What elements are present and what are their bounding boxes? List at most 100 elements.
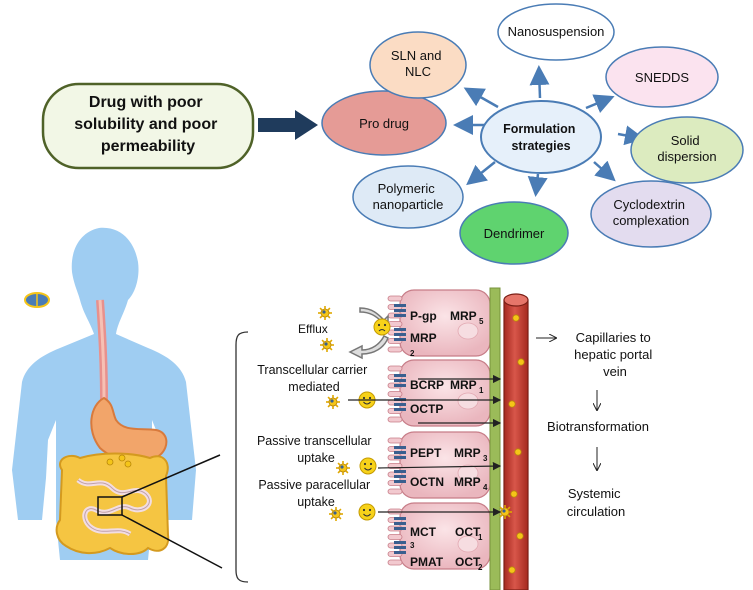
drug-molecules <box>318 306 512 521</box>
strategy-dendrimer: Dendrimer <box>459 201 569 265</box>
cell-nucleus <box>457 535 479 553</box>
svg-text:Polymeric nanoparticle: Polymeric nanoparticle <box>373 181 444 212</box>
mrp2-sub: 2 <box>410 349 415 358</box>
drug-particle <box>510 490 518 498</box>
svg-text:Solid dispersion: Solid dispersion <box>657 133 716 164</box>
mct-sub: 3 <box>410 541 415 550</box>
pmat-label: PMAT <box>410 555 444 569</box>
mct-label: MCT <box>410 525 437 539</box>
svg-text:Systemic circulation: Systemic circulation <box>567 486 626 519</box>
esophagus <box>96 299 108 401</box>
svg-text:Formulation strategies: Formulation strategies <box>503 122 579 153</box>
main-box-line-1: Drug with poor <box>89 94 203 111</box>
drug-particle <box>512 314 520 322</box>
smiley-face-icon <box>359 457 377 475</box>
svg-text:Transcellular carrier medi: Transcellular carrier mediated <box>257 363 370 394</box>
bcrp-label: BCRP <box>410 378 444 392</box>
svg-text:Cyclodextrin complexatio: Cyclodextrin complexation <box>613 197 690 228</box>
zoom-indicator <box>97 454 223 569</box>
octp-label: OCTP <box>410 402 443 416</box>
strategy-polymeric-nanoparticle: Polymeric nanoparticle <box>352 165 464 229</box>
transporter-icon <box>394 328 406 341</box>
passive-trans-line-2: uptake <box>297 451 335 465</box>
svg-text:Capillaries to hepatic p: Capillaries to hepatic portal vein <box>574 330 656 379</box>
main-problem-box: Drug with poor solubility and poor perme… <box>41 82 255 170</box>
main-box-line-2: solubility and poor <box>74 116 217 133</box>
mechanism-bracket <box>235 331 249 583</box>
nanosuspension-label: Nanosuspension <box>508 24 605 39</box>
drug-particle <box>517 358 525 366</box>
mrp5-sub: 5 <box>479 317 484 326</box>
systemic-line-2: circulation <box>567 504 626 519</box>
mrp1-sub: 1 <box>479 386 484 395</box>
snedds-label: SNEDDS <box>635 70 690 85</box>
passive-para-line-2: uptake <box>297 495 335 509</box>
transporter-icon <box>394 304 406 317</box>
drug-molecule-icon <box>318 306 332 320</box>
blood-vessel <box>503 293 529 590</box>
intestines <box>55 452 170 555</box>
drug-particle <box>508 566 516 574</box>
epithelial-cell <box>387 289 491 357</box>
vessel-drug-particles <box>501 314 525 574</box>
strategy-cyclodextrin: Cyclodextrin complexation <box>590 180 712 248</box>
svg-text:Passive transcellular upta: Passive transcellular uptake <box>257 434 375 465</box>
center-line-1: Formulation <box>503 122 575 136</box>
carrier-line-1: Transcellular carrier <box>257 363 367 377</box>
cell-nucleus <box>457 392 479 410</box>
transporter-icon <box>394 374 406 387</box>
capillaries-line-2: hepatic portal <box>574 347 652 362</box>
drug-particle <box>516 532 524 540</box>
strategy-solid-dispersion: Solid dispersion <box>630 116 744 184</box>
cell-nucleus <box>457 322 479 340</box>
drug-molecule-icon <box>329 507 343 521</box>
polymeric-line-2: nanoparticle <box>373 197 444 212</box>
oct2-sub: 2 <box>478 563 483 572</box>
efflux-label: Efflux <box>298 322 328 336</box>
formulation-strategies-center: Formulation strategies <box>480 100 602 174</box>
transporter-icon <box>394 541 406 554</box>
cyclodextrin-line-1: Cyclodextrin <box>613 197 685 212</box>
sln-nlc-line-1: SLN and <box>391 48 442 63</box>
drug-particle <box>508 400 516 408</box>
passive-trans-line-1: Passive transcellular <box>257 434 372 448</box>
svg-text:SLN and NLC: SLN and NLC <box>391 48 445 79</box>
pill-icon <box>24 292 50 308</box>
mrp4-label: MRP <box>454 475 481 489</box>
center-line-2: strategies <box>511 139 570 153</box>
drug-particle <box>514 448 522 456</box>
basolateral-membrane <box>489 287 501 590</box>
svg-text:Drug with poor solubilit: Drug with poor solubility and poor perme… <box>74 94 222 155</box>
pept-label: PEPT <box>410 446 442 460</box>
dendrimer-label: Dendrimer <box>484 226 545 241</box>
transporter-icon <box>394 517 406 530</box>
systemic-line-1: Systemic <box>568 486 621 501</box>
capillaries-line-1: Capillaries to <box>576 330 651 345</box>
epithelial-cell <box>387 359 491 427</box>
mrp3-label: MRP <box>454 446 481 460</box>
mrp4-sub: 4 <box>483 483 488 492</box>
drug-molecule-icon <box>336 461 350 475</box>
drug-molecule-icon <box>326 395 340 409</box>
carrier-line-2: mediated <box>288 380 339 394</box>
smiley-face-icon <box>358 503 376 521</box>
epithelial-cell <box>387 431 491 499</box>
transporter-icon <box>394 470 406 483</box>
drug-molecule-icon <box>320 338 334 352</box>
transport-arrows <box>348 374 502 517</box>
octn-label: OCTN <box>410 475 444 489</box>
epithelial-cell <box>387 502 491 570</box>
circulation-flow: Capillaries to hepatic portal vein Biotr… <box>536 330 656 519</box>
capillaries-line-3: vein <box>603 364 627 379</box>
sad-face-icon <box>373 318 391 336</box>
epithelial-cells <box>387 289 491 570</box>
strategy-pro-drug: Pro drug <box>321 90 447 156</box>
strategy-nanosuspension: Nanosuspension <box>497 3 615 61</box>
solid-dispersion-line-1: Solid <box>671 133 700 148</box>
passive-para-line-1: Passive paracellular <box>258 478 370 492</box>
main-box-line-3: permeability <box>101 138 195 155</box>
oct2-label: OCT <box>455 555 481 569</box>
strategy-snedds: SNEDDS <box>605 46 719 108</box>
pgp-label: P-gp <box>410 309 437 323</box>
